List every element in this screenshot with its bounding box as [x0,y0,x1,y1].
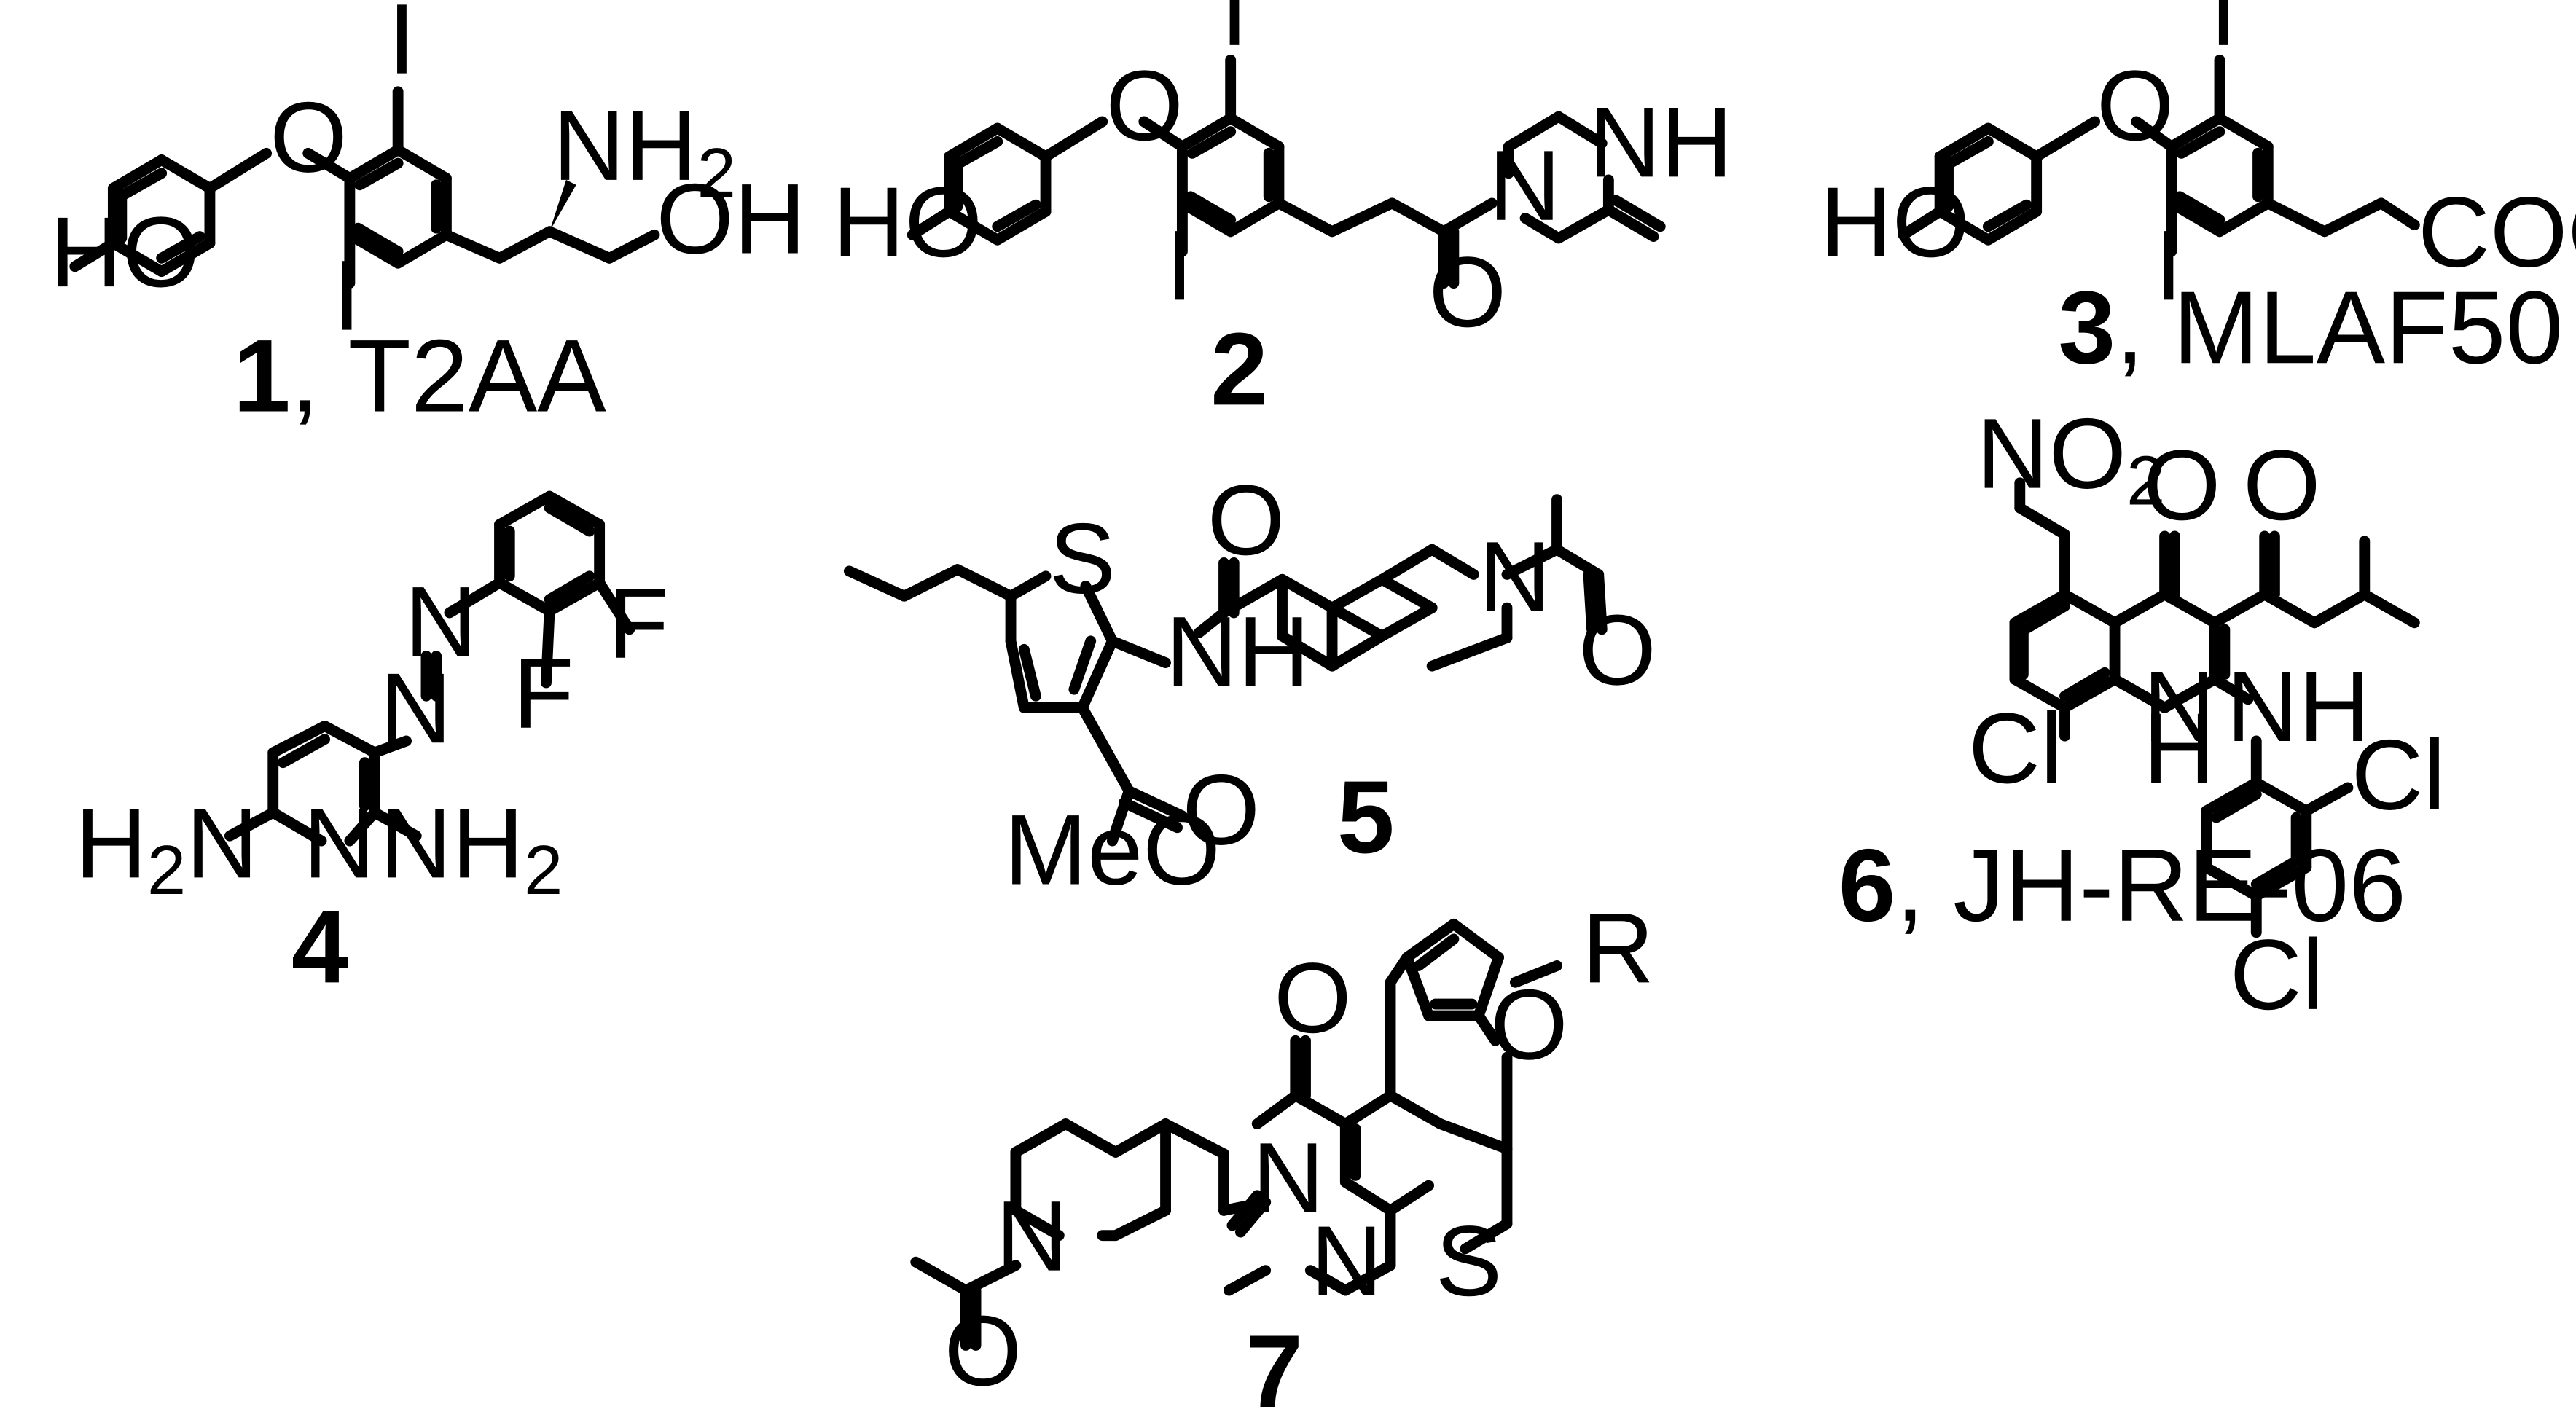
compound-1-amine: NH2 [553,90,736,212]
compound-5-ester-oxygen: O [1182,755,1260,866]
compound-6-chlorine-1: Cl [1968,693,2062,804]
compound-6-label: 6, JH-RE-06 [1839,828,2406,944]
compound-2-iodine-bottom: I [1166,210,1194,321]
compound-2-amide-oxygen: O [1429,237,1507,348]
compound-7-piperidine-nitrogen: N [995,1181,1068,1293]
compound-2-iodine-top: I [1221,0,1248,67]
compound-2-label: 2 [1210,312,1268,427]
compound-4-fluorine-1: F [608,568,669,680]
compound-7-acetyl-oxygen: O [944,1295,1022,1407]
compound-1-label: 1, T2AA [233,319,606,434]
compound-4-label: 4 [291,890,349,1005]
compound-7-label: 7 [1245,1314,1303,1412]
compound-6-acyl-oxygen: O [2243,430,2321,541]
compound-1-iodine-bottom: I [333,240,361,352]
compound-4-pyridine-nitrogen: N [303,788,375,899]
compound-2-hydroxyl: HO [833,167,983,278]
compound-4-fluorine-2: F [513,638,574,750]
compound-6-structure [2009,477,2420,938]
compound-5-structure [843,494,1608,847]
compound-1-terminal-hydroxyl: OH [656,163,806,275]
compound-6-amine-nh: NH [2226,651,2371,763]
compound-7-r-group: R [1582,893,1654,1004]
compound-1-hydroxyl: HO [50,197,200,308]
compound-1-ether-oxygen: O [270,82,348,193]
compound-7-furan-oxygen: O [1490,969,1568,1080]
compound-6-nitro: NO2 [1976,399,2165,520]
compound-4-structure [224,490,635,847]
compound-3-hydroxyl: HO [1820,167,1970,278]
compound-6-ring-hydrogen: H [2143,693,2215,804]
compound-2-ring-nh: NH [1589,87,1733,198]
compound-7-structure [910,918,1562,1351]
compound-3-structure [1898,54,2420,257]
compound-5-methoxy: MeO [1004,795,1221,906]
compound-6-keto-oxygen: O [2143,430,2221,541]
compound-6-ring-nitrogen: N [2143,651,2215,763]
compound-3-iodine-top: I [2209,0,2237,67]
compound-7-n1: N [1310,1206,1382,1317]
compound-7-n3: N [1252,1123,1324,1234]
compound-5-thiophene-sulfur: S [1049,503,1116,615]
compound-7-keto-oxygen: O [1274,943,1352,1054]
compound-5-amide-oxygen: O [1207,465,1285,576]
compound-5-acetyl-oxygen: O [1578,595,1656,706]
compound-3-iodine-bottom: I [2155,210,2182,321]
compound-2-ether-oxygen: O [1105,50,1183,162]
compound-4-azo-nitrogen-2: N [380,653,452,764]
compound-5-amide-nh: NH [1166,597,1310,708]
compound-7-thiophene-sulfur: S [1436,1206,1502,1317]
compound-4-azo-nitrogen-1: N [404,566,477,678]
compound-2-amide-nitrogen: N [1489,130,1561,242]
compound-1-structure [69,86,660,289]
compound-4-amine-right: NH2 [380,788,563,909]
compound-1-iodine-top: I [388,0,415,95]
compound-3-ether-oxygen: O [2097,50,2174,162]
compound-3-label: 3, MLAF50 [2058,270,2563,385]
compound-2-structure [907,54,1666,289]
compound-5-label: 5 [1337,760,1395,875]
compound-6-chlorine-3: Cl [2230,919,2324,1031]
compound-4-amine-left: H2N [75,788,258,909]
compound-3-carboxylic-acid: COOH [2418,177,2576,289]
compound-6-chlorine-2: Cl [2352,720,2446,831]
compound-5-piperidine-nitrogen: N [1479,522,1551,633]
